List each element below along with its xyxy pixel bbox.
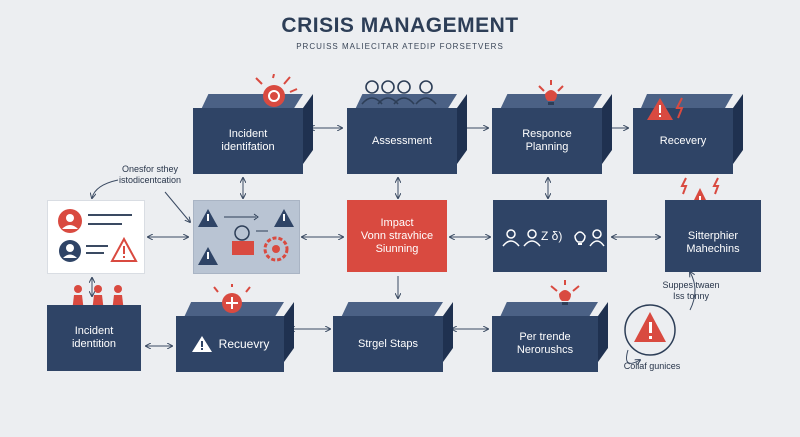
node-recovery-top[interactable]: Recevery	[633, 94, 733, 174]
node-impact[interactable]: Impact Vonn stravhice Siunning	[347, 200, 447, 272]
node-recovery-top-label: Recevery	[659, 134, 707, 147]
arrow-note-panel	[164, 191, 190, 222]
bottom-right-note: Collaf gunices	[623, 361, 681, 371]
node-icons-panel-label: Z δ)	[541, 229, 563, 243]
lightbulb-alert-icon	[547, 280, 583, 313]
warning-white-icon	[191, 336, 212, 352]
node-per-trende-label: Per trende Nerorushcs	[516, 331, 574, 356]
people-group-icon	[360, 78, 440, 111]
person-icon	[523, 229, 541, 247]
node-strgel-staps[interactable]: Strgel Staps	[333, 302, 443, 372]
node-sitterphier[interactable]: Sitterphier Mahechins	[665, 200, 761, 272]
analysis-panel[interactable]	[193, 200, 300, 274]
gear-alert-icon	[254, 73, 298, 115]
node-recuevry-label: Recuevry	[218, 336, 270, 351]
left-note: Onesfor sthey istodicentcation	[118, 164, 182, 185]
diagram-subtitle: PRCUISS MALIECITAR ATEDIP FORSETVERS	[296, 42, 504, 51]
lightbulb-icon	[535, 80, 567, 115]
node-responce-planning-label: Responce Planning	[522, 128, 572, 153]
node-assessment[interactable]: Assessment	[347, 94, 457, 174]
node-icons-panel[interactable]: Z δ)	[493, 200, 607, 272]
right-note: Suppes twaen Iss tonny	[662, 280, 720, 301]
circle-warning-icon	[622, 302, 678, 363]
diagram-title: CRISIS MANAGEMENT	[281, 14, 519, 37]
warning-icon	[646, 96, 690, 129]
person-icon	[502, 229, 520, 247]
person-icon	[589, 229, 605, 247]
node-per-trende[interactable]: Per trende Nerorushcs	[492, 302, 598, 372]
node-incident-identification-label: Incident identifation	[221, 128, 275, 153]
node-incident-bottom-label: Incident identition	[71, 325, 117, 350]
node-sitterphier-label: Sitterphier Mahechins	[686, 230, 740, 255]
node-responce-planning[interactable]: Responce Planning	[492, 94, 602, 174]
node-assessment-label: Assessment	[372, 134, 432, 147]
analysis-panel-graphic	[198, 209, 294, 265]
lightbulb-small-icon	[574, 231, 586, 245]
medical-alert-icon	[212, 284, 252, 321]
node-impact-label: Impact Vonn stravhice Siunning	[360, 216, 434, 255]
node-incident-identification[interactable]: Incident identifation	[193, 94, 303, 174]
profile-card[interactable]	[47, 200, 145, 274]
node-recuevry[interactable]: Recuevry	[176, 302, 284, 372]
node-incident-bottom[interactable]: Incident identition	[47, 305, 141, 371]
node-strgel-staps-label: Strgel Staps	[358, 337, 418, 350]
profile-card-graphic	[58, 209, 138, 262]
